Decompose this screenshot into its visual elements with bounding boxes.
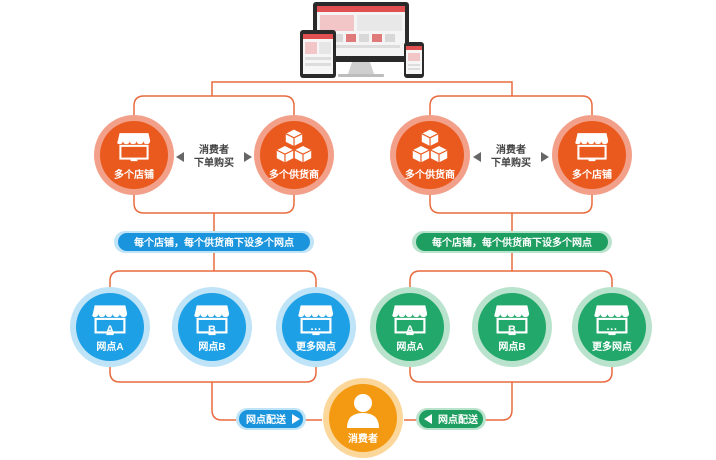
devices-icon <box>300 2 424 78</box>
left-store-label: 多个店铺 <box>114 168 154 181</box>
left-nodes-bottom <box>109 355 317 383</box>
node-letter: A <box>406 324 414 336</box>
node-letter: B <box>208 324 216 336</box>
top-connector <box>211 81 513 96</box>
person-icon <box>347 394 379 428</box>
consumer-label: 消费者 <box>348 432 378 445</box>
node-label: 网点A <box>96 340 123 353</box>
right-nodes-top <box>409 270 613 300</box>
left-node-more: ··· 更多网点 <box>276 287 356 367</box>
left-delivery-label: 网点配送 <box>246 413 287 426</box>
left-node-b: B 网点B <box>172 287 252 367</box>
left-middle-line1: 消费者 <box>199 143 229 156</box>
arrow-left-icon <box>176 152 184 162</box>
left-node-a: A 网点A <box>70 287 150 367</box>
node-letter: B <box>508 324 516 336</box>
node-label: 更多网点 <box>592 340 632 353</box>
node-letter: ··· <box>607 324 618 336</box>
node-label: 更多网点 <box>296 340 336 353</box>
left-top-bracket <box>133 95 295 170</box>
arrow-right-icon <box>541 152 549 162</box>
right-delivery-label: 网点配送 <box>438 413 479 426</box>
right-delivery-pill: 网点配送 <box>416 408 486 430</box>
right-store-label: 多个店铺 <box>572 168 612 181</box>
arrow-right-icon <box>244 152 252 162</box>
node-letter: A <box>106 324 114 336</box>
right-middle-line1: 消费者 <box>496 143 526 156</box>
right-nodes-bottom <box>409 355 613 383</box>
right-node-b: B 网点B <box>472 287 552 367</box>
node-label: 网点B <box>198 340 225 353</box>
left-to-consumer <box>211 382 322 421</box>
right-supplier-label: 多个供货商 <box>405 168 455 181</box>
right-node-more: ··· 更多网点 <box>572 287 652 367</box>
arrow-left-icon <box>424 414 432 424</box>
right-top-bracket <box>429 95 593 170</box>
right-to-consumer <box>404 382 513 421</box>
left-middle-text: 消费者 下单购买 <box>176 143 252 169</box>
left-store-circle: 多个店铺 <box>94 115 174 195</box>
left-delivery-pill: 网点配送 <box>236 408 306 430</box>
consumer-circle: 消费者 <box>323 378 403 458</box>
right-banner: 每个店铺，每个供货商下设多个网点 <box>412 231 612 253</box>
left-banner: 每个店铺，每个供货商下设多个网点 <box>114 231 314 253</box>
arrow-right-icon <box>292 414 300 424</box>
left-supplier-circle: 多个供货商 <box>254 115 334 195</box>
arrow-left-icon <box>473 152 481 162</box>
right-middle-text: 消费者 下单购买 <box>473 143 549 169</box>
right-banner-text: 每个店铺，每个供货商下设多个网点 <box>432 236 592 249</box>
right-store-circle: 多个店铺 <box>552 115 632 195</box>
node-letter: ··· <box>311 324 322 336</box>
node-label: 网点A <box>396 340 423 353</box>
connector-lines <box>109 81 613 421</box>
right-supplier-circle: 多个供货商 <box>390 115 470 195</box>
left-banner-text: 每个店铺，每个供货商下设多个网点 <box>134 236 294 249</box>
right-middle-line2: 下单购买 <box>491 156 531 169</box>
left-supplier-label: 多个供货商 <box>269 168 319 181</box>
left-middle-line2: 下单购买 <box>194 156 234 169</box>
node-label: 网点B <box>498 340 525 353</box>
right-node-a: A 网点A <box>370 287 450 367</box>
right-bottom-bracket <box>429 176 593 214</box>
left-nodes-top <box>109 270 317 300</box>
